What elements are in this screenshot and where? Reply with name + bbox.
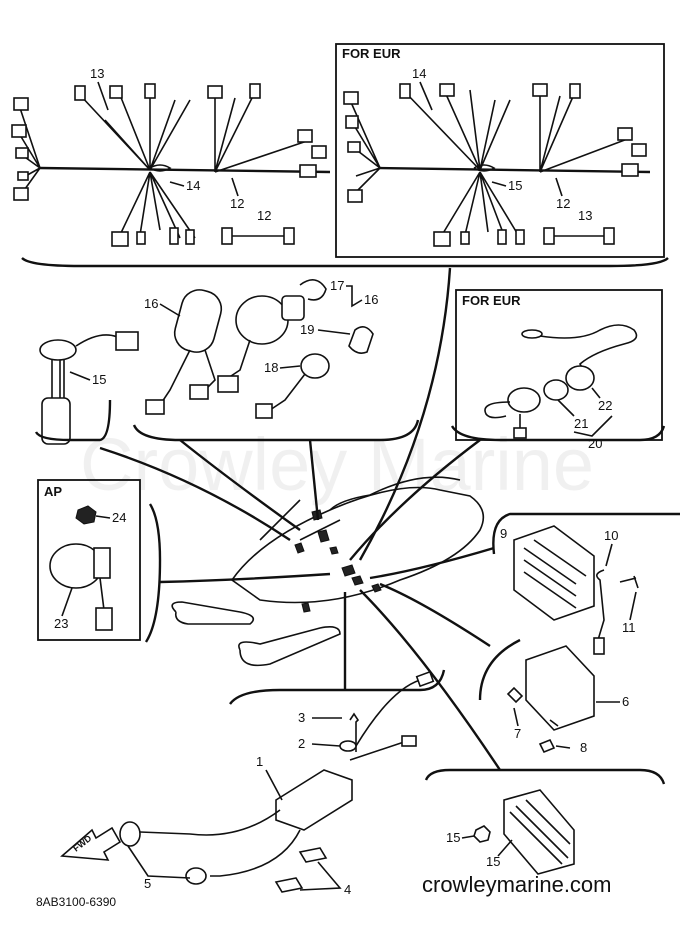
harness-standard xyxy=(11,83,331,247)
lead-lines xyxy=(99,267,501,771)
callout-23: 19 xyxy=(300,322,314,337)
ap-group xyxy=(49,505,113,631)
site-url: crowleymarine.com xyxy=(422,872,612,897)
bracket-eur xyxy=(450,425,666,442)
bracket-ap xyxy=(144,503,162,643)
callout-14b: 15 xyxy=(508,178,522,193)
callout-21: 17 xyxy=(330,278,344,293)
ap-box xyxy=(37,479,141,641)
callout-27: 23 xyxy=(54,616,68,631)
watermark: Crowley Marine xyxy=(80,423,594,506)
bracket-switch xyxy=(132,419,420,442)
callout-7: 7 xyxy=(514,726,521,741)
callout-14a: 14 xyxy=(186,178,200,193)
callout-12b: 12 xyxy=(556,196,570,211)
stop-switch-group xyxy=(39,331,139,445)
eur-switch-title: FOR EUR xyxy=(462,293,521,308)
callout-3: 3 xyxy=(298,710,305,725)
callout-25: 21 xyxy=(574,416,588,431)
callout-19: 15 xyxy=(446,830,460,845)
callout-15a: 13 xyxy=(90,66,104,81)
callout-15b: 14 xyxy=(412,66,426,81)
rectifier-group xyxy=(473,789,575,875)
harness-eur xyxy=(343,83,651,247)
callout-28: 24 xyxy=(112,510,126,525)
top-bracket xyxy=(21,257,669,268)
callout-4: 4 xyxy=(344,882,351,897)
callout-11: 11 xyxy=(622,620,636,635)
callout-10: 10 xyxy=(604,528,618,543)
callout-24: 20 xyxy=(588,436,602,451)
bracket-regulator xyxy=(492,512,680,555)
bracket-cdi xyxy=(478,638,521,701)
ap-title: AP xyxy=(44,484,62,499)
callout-13a: 12 xyxy=(257,208,271,223)
callout-17: 16 xyxy=(144,296,158,311)
eur-switch-box xyxy=(455,289,663,441)
callout-20: 16 xyxy=(364,292,378,307)
ignition-coil-group xyxy=(119,670,435,893)
eur-harness-box xyxy=(335,43,665,258)
callout-13b: 13 xyxy=(578,208,592,223)
eur-harness-title: FOR EUR xyxy=(342,46,401,61)
eur-switch-group xyxy=(484,324,638,439)
callout-16: 15 xyxy=(92,372,106,387)
bracket-rectifier xyxy=(424,768,666,785)
cdi-group xyxy=(506,645,595,754)
callout-8: 8 xyxy=(580,740,587,755)
callout-5: 5 xyxy=(144,876,151,891)
fwd-arrow-icon: FWD xyxy=(60,826,122,861)
regulator-group xyxy=(513,525,639,655)
callout-26: 22 xyxy=(598,398,612,413)
callout-18: 15 xyxy=(486,854,500,869)
callout-6: 6 xyxy=(622,694,629,709)
callout-1: 1 xyxy=(256,754,263,769)
ignition-switch-group xyxy=(145,279,374,419)
callout-22: 18 xyxy=(264,360,278,375)
callout-2: 2 xyxy=(298,736,305,751)
callout-9: 9 xyxy=(500,526,507,541)
bracket-stop xyxy=(34,399,112,442)
bracket-coil xyxy=(229,669,446,705)
drawing-code: 8AB3100-6390 xyxy=(36,895,116,909)
snowmobile-body xyxy=(171,476,485,667)
callout-12a: 12 xyxy=(230,196,244,211)
